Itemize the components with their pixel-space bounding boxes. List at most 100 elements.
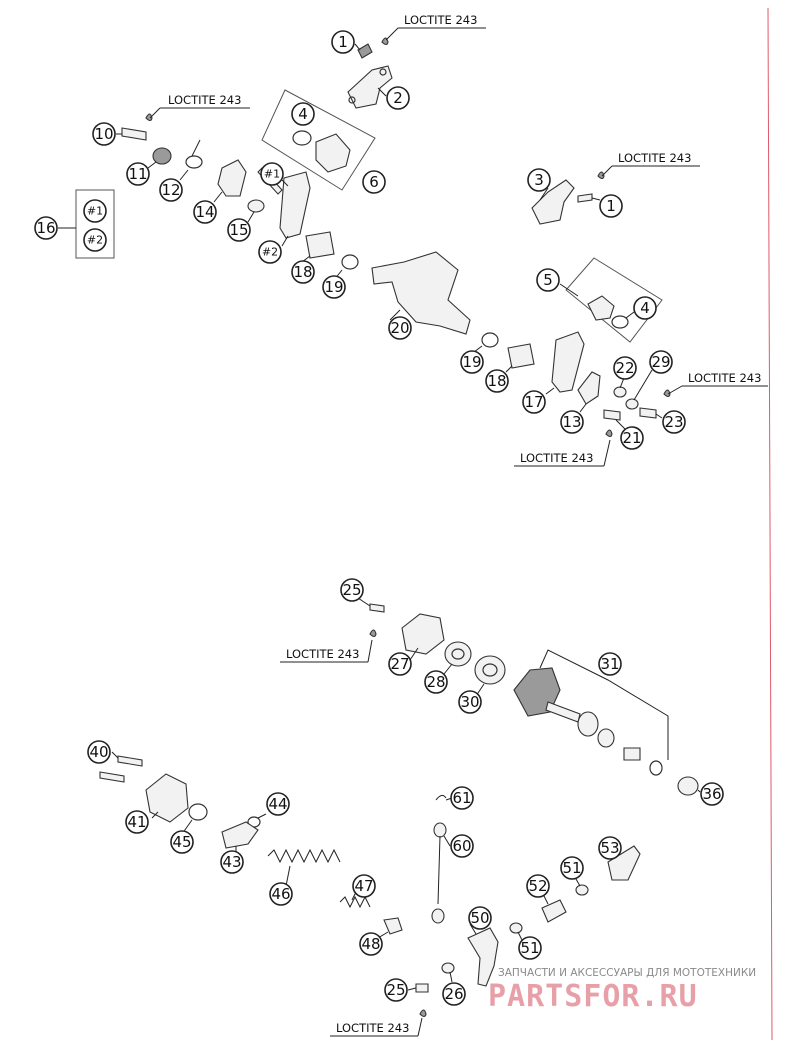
callout-30: 30 — [458, 690, 482, 714]
screw-part-25b — [415, 983, 429, 993]
gear-sleeve — [623, 747, 641, 761]
bushing-part-52 — [541, 899, 567, 923]
callout-36: 36 — [700, 782, 724, 806]
callout-52: 52 — [526, 874, 550, 898]
bracket-hole — [348, 96, 356, 104]
svg-text:19: 19 — [324, 278, 343, 296]
bracket-part-3 — [531, 179, 575, 225]
shaft-part-20 — [371, 251, 471, 335]
bolt-part-40b — [99, 771, 125, 783]
loctite-note-bottom: LOCTITE 243 — [330, 1017, 423, 1037]
svg-text:#1: #1 — [87, 205, 103, 218]
svg-text:3: 3 — [534, 171, 544, 189]
washer-part-36 — [677, 776, 699, 796]
callout-48: 48 — [359, 932, 383, 956]
callout-19b: 19 — [460, 350, 484, 374]
callout-17: 17 — [522, 390, 546, 414]
svg-text:36: 36 — [702, 785, 721, 803]
loctite-note-top: LOCTITE 243 — [385, 13, 486, 41]
bearing-inner — [451, 648, 465, 660]
loctite-note-text: LOCTITE 243 — [688, 371, 761, 385]
svg-text:20: 20 — [390, 319, 409, 337]
page-margin-line — [767, 7, 773, 1041]
svg-text:47: 47 — [354, 877, 373, 895]
svg-text:60: 60 — [452, 837, 471, 855]
callout-15: 15 — [227, 218, 251, 242]
svg-text:18: 18 — [487, 372, 506, 390]
callout-19: 19 — [322, 275, 346, 299]
watermark-tagline: ЗАПЧАСТИ И АКСЕССУАРЫ ДЛЯ МОТОТЕХНИКИ — [498, 967, 756, 979]
callout-18: 18 — [291, 260, 315, 284]
callout-41: 41 — [125, 810, 149, 834]
loctite-note-left: LOCTITE 243 — [149, 93, 250, 119]
lever-part-17 — [551, 331, 585, 393]
callout-1: 1 — [331, 30, 355, 54]
svg-text:1: 1 — [606, 197, 616, 215]
svg-text:4: 4 — [298, 105, 308, 123]
svg-text:19: 19 — [462, 353, 481, 371]
callout-2: 2 — [386, 86, 410, 110]
screw-part-1b — [577, 193, 593, 203]
bushing-part-18 — [305, 231, 335, 259]
spring-part-12 — [185, 155, 203, 169]
loctite-drop — [597, 171, 605, 180]
washer-part-29 — [625, 398, 639, 410]
svg-text:15: 15 — [229, 221, 248, 239]
callout-25: 25 — [340, 578, 364, 602]
callout-45: 45 — [170, 830, 194, 854]
callout-53: 53 — [598, 836, 622, 860]
callout-50: 50 — [468, 906, 492, 930]
o-ring-part-19 — [341, 254, 359, 270]
svg-text:4: 4 — [640, 299, 650, 317]
callout-43: 43 — [220, 850, 244, 874]
kit-marker-1-on-lever: #1 — [260, 162, 284, 186]
callout-4b: 4 — [633, 296, 657, 320]
callout-12: 12 — [159, 178, 183, 202]
washer-part-15 — [247, 199, 265, 213]
callout-44: 44 — [266, 792, 290, 816]
svg-text:27: 27 — [390, 655, 409, 673]
svg-text:17: 17 — [524, 393, 543, 411]
svg-text:6: 6 — [369, 173, 379, 191]
callout-11: 11 — [126, 162, 150, 186]
upper-assembly — [121, 37, 671, 438]
svg-text:5: 5 — [543, 271, 553, 289]
kick-shaft — [545, 701, 581, 723]
svg-text:44: 44 — [268, 795, 287, 813]
washer-part-51 — [575, 884, 589, 896]
loctite-drop — [663, 389, 671, 398]
callout-51b: 51 — [518, 936, 542, 960]
callout-61: 61 — [450, 786, 474, 810]
svg-text:#1: #1 — [264, 168, 280, 181]
loctite-note-right: LOCTITE 243 — [601, 151, 700, 177]
callout-16: 16 — [34, 216, 58, 240]
shaft-part-43 — [221, 821, 259, 849]
clip-part-48 — [383, 917, 403, 935]
rod-end-top — [433, 822, 447, 838]
svg-text:28: 28 — [426, 673, 445, 691]
svg-text:51: 51 — [520, 939, 539, 957]
callout-26: 26 — [442, 982, 466, 1006]
svg-text:13: 13 — [562, 413, 581, 431]
loctite-note-text: LOCTITE 243 — [336, 1021, 409, 1035]
svg-text:51: 51 — [562, 859, 581, 877]
svg-text:48: 48 — [361, 935, 380, 953]
shift-lever-part-50 — [467, 927, 499, 987]
callout-27: 27 — [388, 652, 412, 676]
valve-part-6 — [315, 133, 351, 173]
loctite-note-text: LOCTITE 243 — [404, 13, 477, 27]
spring-part-46 — [267, 848, 341, 864]
loctite-drop — [145, 113, 153, 122]
loctite-drop — [605, 429, 613, 438]
callout-47: 47 — [352, 874, 376, 898]
callout-51: 51 — [560, 856, 584, 880]
plate-part-13 — [577, 371, 601, 405]
callout-22: 22 — [613, 356, 637, 380]
svg-text:18: 18 — [293, 263, 312, 281]
bracket-part-2 — [347, 65, 393, 109]
o-ring-part-19b — [481, 332, 499, 348]
washer-part-26 — [441, 962, 455, 974]
lever-kit-part — [279, 171, 311, 239]
loctite-note-text: LOCTITE 243 — [286, 647, 359, 661]
